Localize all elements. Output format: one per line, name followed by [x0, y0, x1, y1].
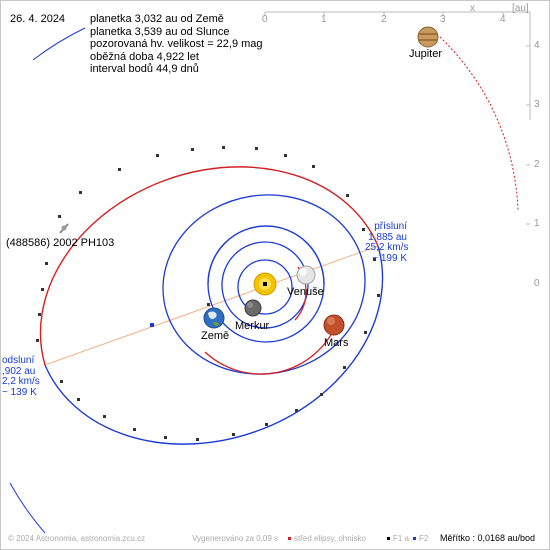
asteroid-marker[interactable]	[59, 223, 69, 234]
jupiter-label: Jupiter	[409, 48, 443, 60]
jupiter-orbit	[439, 36, 519, 211]
y-tick-4: 4	[534, 40, 540, 51]
perihelion-temperature: ~ 199 K	[372, 252, 407, 264]
venus-orbit	[221, 241, 309, 329]
info-period: oběžná doba 4,922 let	[90, 50, 199, 63]
aphelion-distance: ,902 au	[2, 365, 36, 377]
legend-center-marker	[288, 537, 291, 540]
info-distance-sun: planetka 3,539 au od Slunce	[90, 25, 230, 38]
mercury-orbit	[237, 259, 293, 315]
earth-orbit	[207, 225, 325, 343]
y-tick-3: 3	[534, 99, 540, 110]
earth-label: Země	[201, 330, 230, 342]
legend-f2-marker	[413, 537, 416, 540]
earth-icon[interactable]	[203, 307, 225, 329]
footer-legend-f1: F1 a	[393, 534, 410, 543]
y-tick-1: 1	[534, 218, 540, 229]
info-interval: interval bodů 44,9 dnů	[90, 63, 199, 75]
ellipse-center-markers	[150, 282, 267, 327]
aphelion-speed: 2,2 km/s	[2, 376, 40, 387]
x-tick-2: 2	[381, 14, 387, 25]
coordinate-axes	[264, 11, 531, 225]
unit-label: [au]	[512, 3, 529, 14]
scale-label: Měřítko : 0,0168 au/bod	[440, 533, 536, 543]
info-panel: planetka 3,032 au od Země planetka 3,539…	[90, 13, 263, 76]
orbit-point-markers	[36, 146, 380, 441]
aphelion-title: odsluní	[2, 355, 35, 366]
info-magnitude: pozorovaná hv. velikost = 22,9 mag	[90, 38, 263, 50]
x-tick-3: 3	[440, 14, 446, 25]
jupiter-orbit-blue-top	[32, 27, 86, 61]
footer-copyright[interactable]: © 2024 Astronomia, astronomia.zcu.cz	[8, 534, 146, 543]
perihelion-distance: 1,885 au	[368, 231, 407, 243]
footer-legend-f2: F2	[419, 534, 429, 543]
venus-icon[interactable]	[296, 265, 316, 285]
venus-label: Venuše	[287, 286, 324, 298]
footer-generated: Vygenerováno za 0,09 s	[192, 534, 278, 543]
footer-legend-center: střed elipsy, ohnisko	[294, 534, 366, 543]
perihelion-info: přísluní 1,885 au 25,2 km/s ~ 199 K	[365, 221, 409, 264]
x-axis-label: x	[470, 3, 475, 14]
mercury-icon[interactable]	[244, 299, 262, 317]
mars-orbit-red	[204, 324, 337, 375]
y-tick-2: 2	[534, 159, 540, 170]
x-tick-0: 0	[262, 14, 268, 25]
legend-f1-marker	[387, 537, 390, 540]
aphelion-info: odsluní ,902 au 2,2 km/s ~ 139 K	[2, 355, 40, 398]
perihelion-speed: 25,2 km/s	[365, 242, 409, 253]
asteroid-orbit	[39, 166, 384, 445]
jupiter-icon[interactable]	[417, 26, 439, 48]
x-tick-1: 1	[321, 14, 327, 25]
date-label: 26. 4. 2024	[10, 13, 66, 25]
info-distance-earth: planetka 3,032 au od Země	[90, 13, 224, 25]
jupiter-orbit-blue-left	[9, 482, 46, 534]
y-tick-0: 0	[534, 278, 540, 289]
mercury-label: Merkur	[235, 320, 270, 332]
mars-label: Mars	[324, 337, 349, 349]
asteroid-label: (488586) 2002 PH103	[6, 237, 115, 249]
aphelion-temperature: ~ 139 K	[2, 386, 37, 398]
x-tick-4: 4	[500, 14, 506, 25]
mars-icon[interactable]	[323, 314, 345, 336]
perihelion-title: přísluní	[374, 221, 407, 232]
